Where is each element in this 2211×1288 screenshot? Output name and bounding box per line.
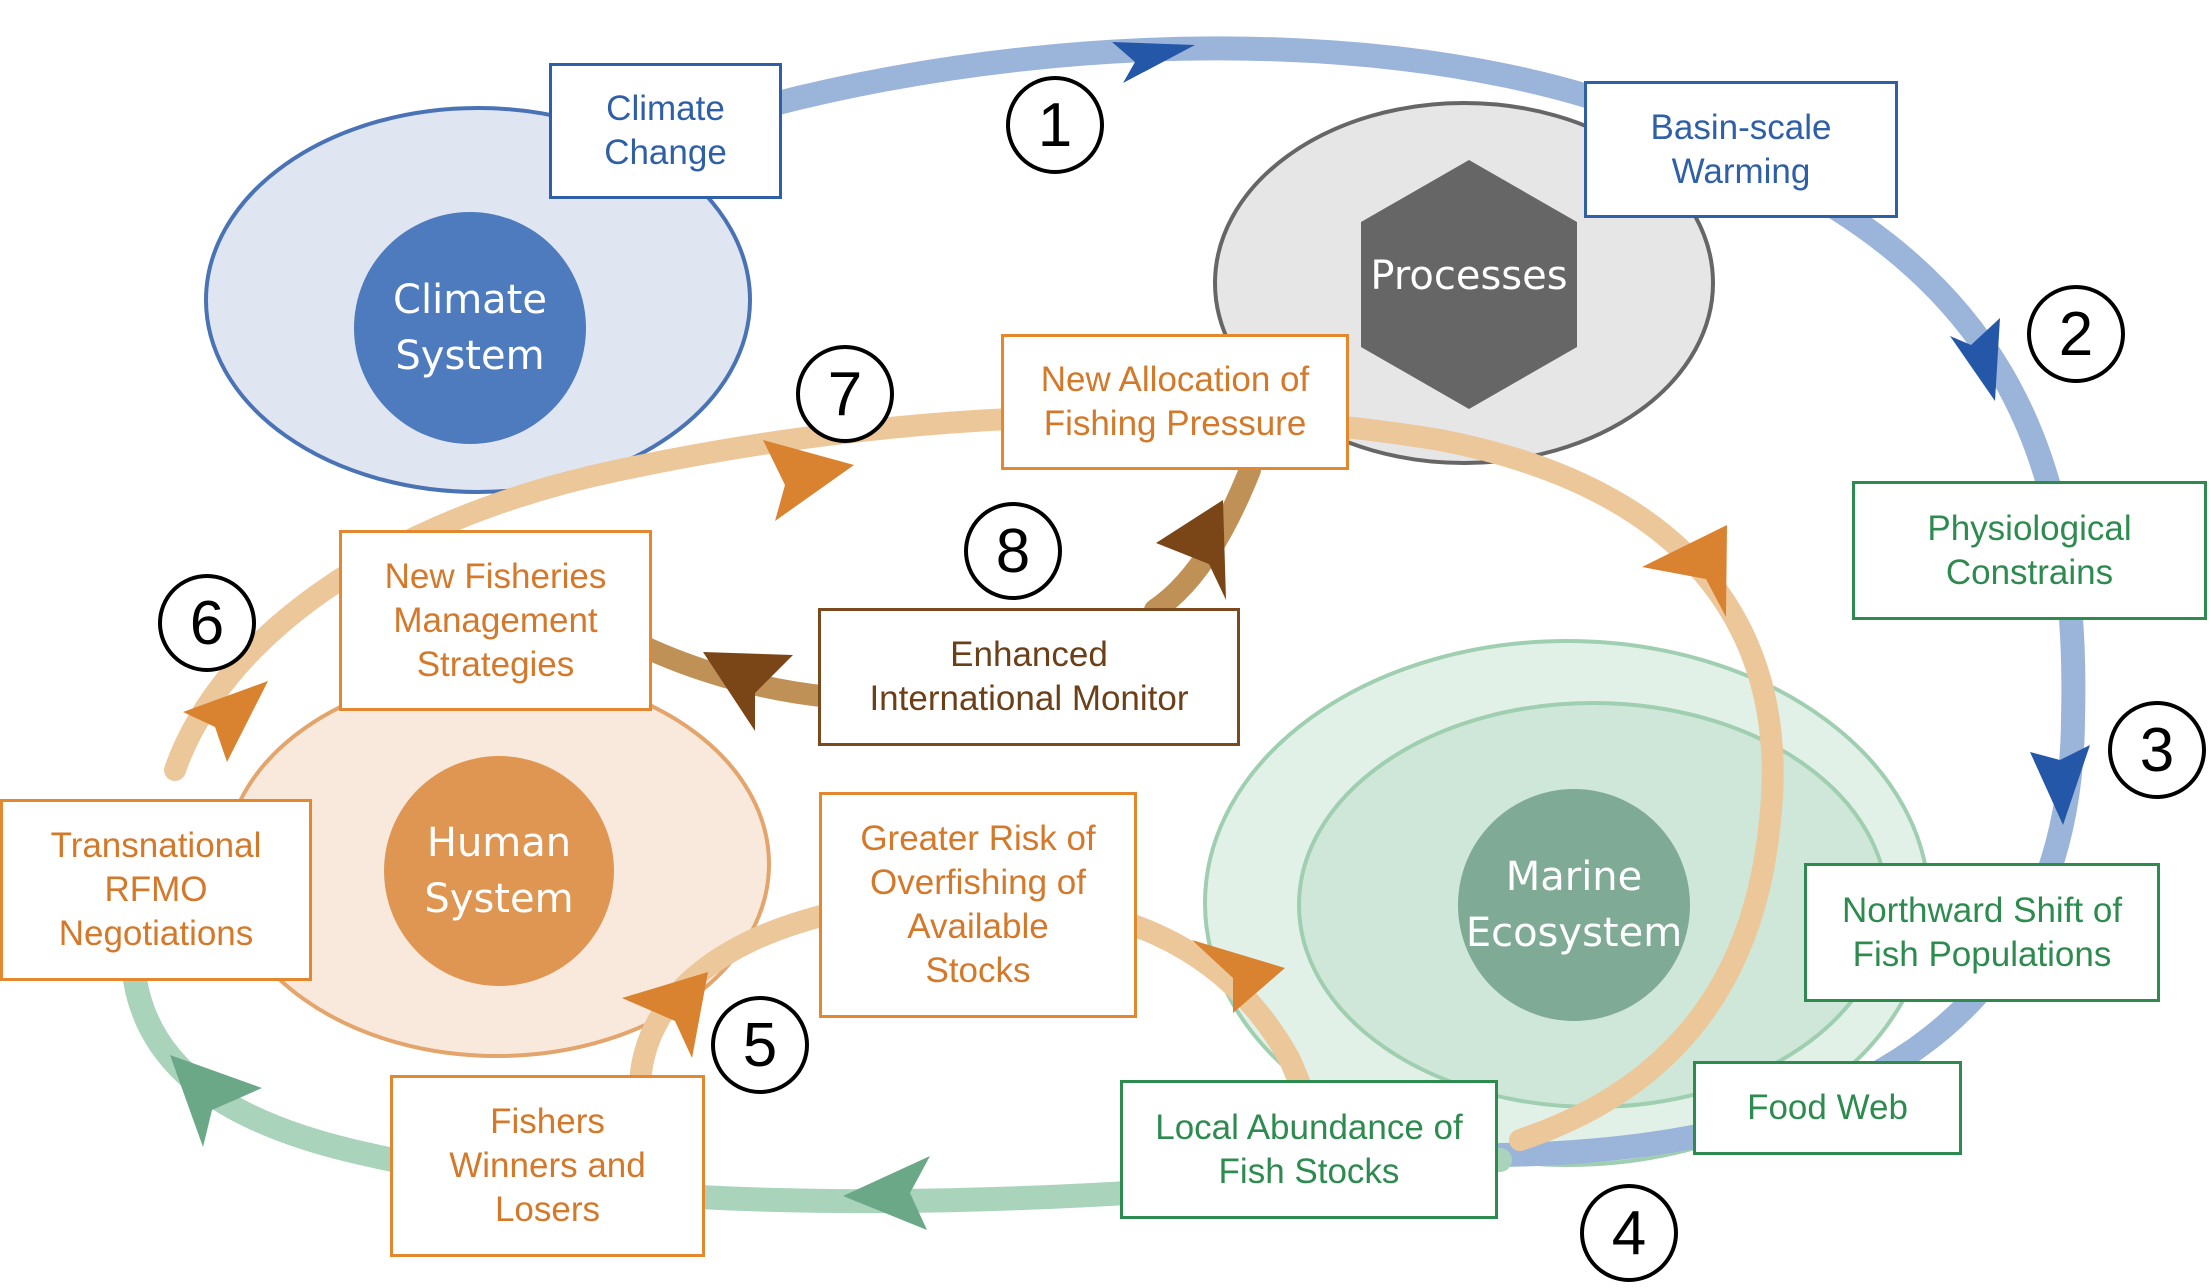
human-system-node: Human System xyxy=(384,756,614,986)
brown-arrowhead-monitor xyxy=(703,652,793,731)
orange-arrowhead-5 xyxy=(622,972,708,1058)
new-allocation-label: New Allocation of Fishing Pressure xyxy=(1001,334,1349,470)
orange-arrowhead-top-right xyxy=(1642,525,1727,617)
blue-arrowhead-3 xyxy=(2030,745,2090,825)
orange-arrowhead-6 xyxy=(183,681,268,762)
fishers-winners-label: Fishers Winners and Losers xyxy=(390,1075,705,1257)
orange-arrowhead-risk xyxy=(1192,940,1285,1013)
step-number-4: 4 xyxy=(1580,1184,1678,1282)
step-number-6: 6 xyxy=(158,574,256,672)
processes-hexagon xyxy=(1361,160,1577,409)
step-number-8: 8 xyxy=(964,502,1062,600)
climate-change-label: Climate Change xyxy=(549,63,782,199)
step-number-7: 7 xyxy=(796,345,894,443)
blue-arrowhead-1 xyxy=(1112,42,1195,83)
orange-arrowhead-7 xyxy=(763,440,854,521)
physiological-constrains-label: Physiological Constrains xyxy=(1852,481,2207,620)
new-fisheries-management-label: New Fisheries Management Strategies xyxy=(339,530,652,711)
green-arrowhead-1 xyxy=(843,1156,930,1230)
brown-arrowhead-allocation xyxy=(1156,500,1226,600)
marine-ecosystem-node: Marine Ecosystem xyxy=(1458,789,1690,1021)
northward-shift-label: Northward Shift of Fish Populations xyxy=(1804,863,2160,1002)
transnational-rfmo-label: Transnational RFMO Negotiations xyxy=(0,799,312,981)
green-arrowhead-2 xyxy=(170,1055,262,1147)
enhanced-monitor-label: Enhanced International Monitor xyxy=(818,608,1240,746)
processes-label: Processes xyxy=(1370,253,1568,299)
step-number-1: 1 xyxy=(1006,76,1104,174)
blue-arrowhead-2 xyxy=(1950,318,2000,401)
step-number-2: 2 xyxy=(2027,285,2125,383)
food-web-label: Food Web xyxy=(1693,1061,1962,1155)
greater-risk-label: Greater Risk of Overfishing of Available… xyxy=(819,792,1137,1018)
climate-system-node: Climate System xyxy=(354,212,586,444)
basin-scale-warming-label: Basin-scale Warming xyxy=(1584,81,1898,218)
step-number-3: 3 xyxy=(2108,701,2206,799)
step-number-5: 5 xyxy=(711,996,809,1094)
local-abundance-label: Local Abundance of Fish Stocks xyxy=(1120,1080,1498,1219)
